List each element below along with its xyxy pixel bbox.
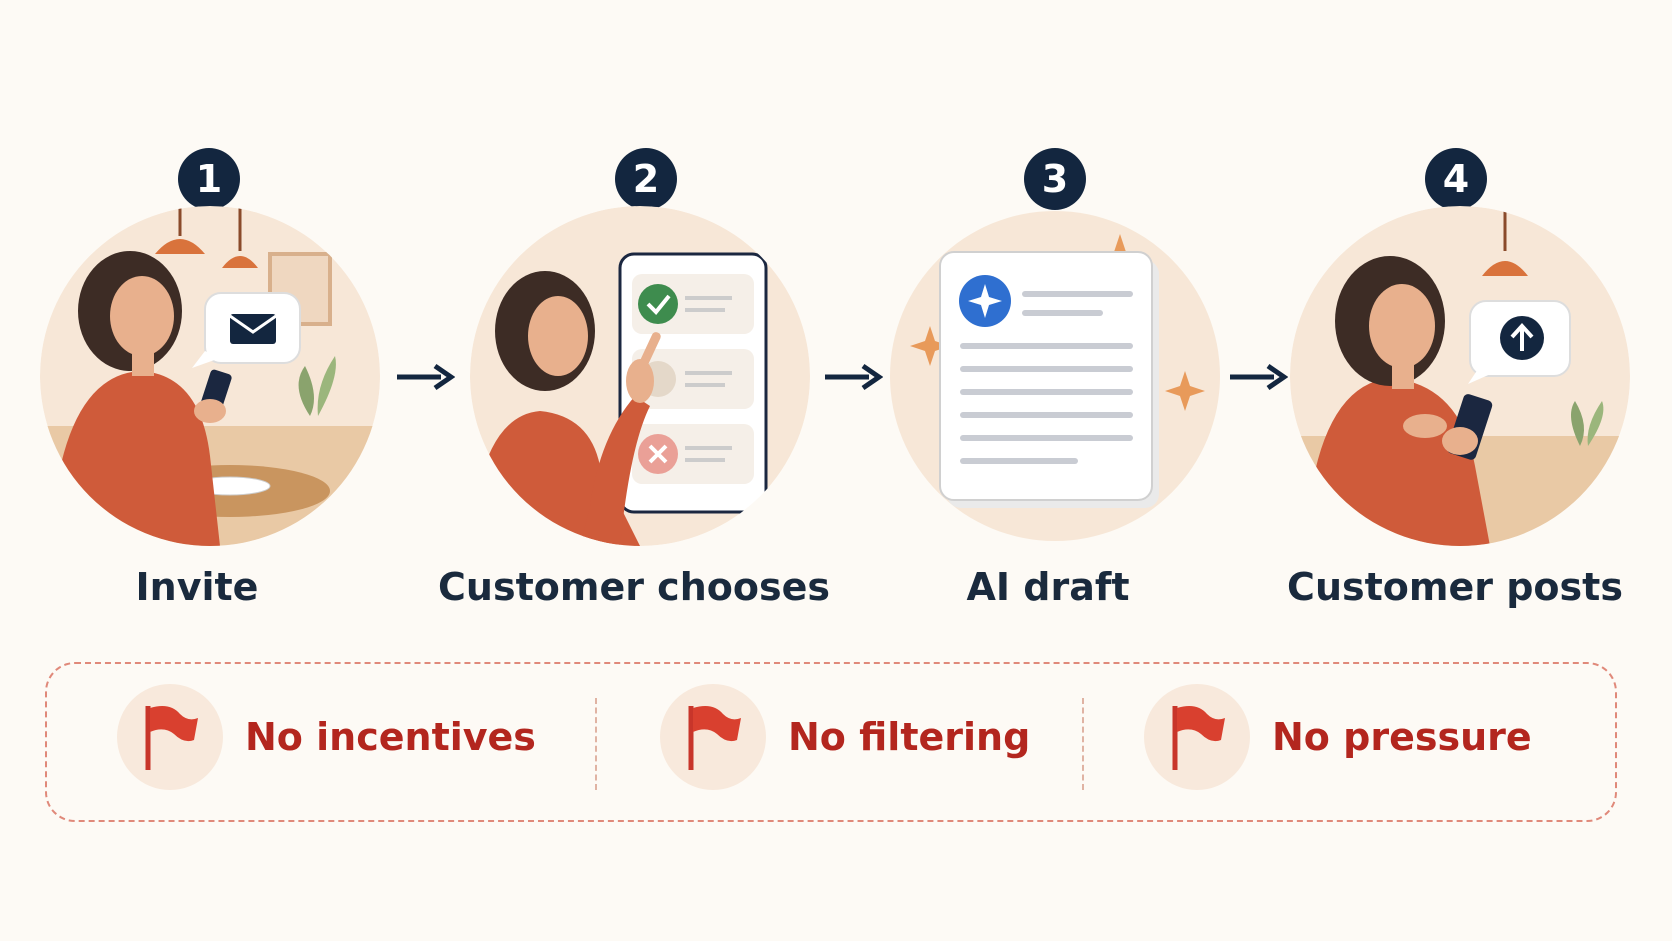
step-4-illustration: [1290, 206, 1630, 546]
step-1-badge: 1: [178, 148, 240, 210]
rule-no-filtering: No filtering: [660, 684, 1030, 790]
rule-text: No incentives: [245, 715, 536, 759]
step-1-illustration: [40, 206, 380, 546]
arrow-right-icon: [823, 362, 884, 392]
flag-icon: [660, 684, 766, 790]
rules-panel: No incentives No filtering No pressure: [45, 662, 1617, 822]
mail-bubble-icon: [192, 292, 301, 368]
step-1-label: Invite: [135, 565, 259, 609]
step-2-label: Customer chooses: [438, 565, 830, 609]
step-2-badge: 2: [615, 148, 677, 210]
step-4-label: Customer posts: [1287, 565, 1623, 609]
choice-card: [618, 252, 768, 514]
arrow-right-icon: [1228, 362, 1289, 392]
rule-no-incentives: No incentives: [117, 684, 536, 790]
rule-text: No filtering: [788, 715, 1031, 759]
arrow-right-icon: [395, 362, 456, 392]
step-3-label: AI draft: [966, 565, 1130, 609]
plant-icon: [298, 356, 336, 416]
divider: [595, 698, 597, 790]
pendant-lamp-icon: [155, 206, 258, 268]
step-3-illustration: [890, 211, 1220, 541]
divider: [1082, 698, 1084, 790]
step-4-badge: 4: [1425, 148, 1487, 210]
plant-icon: [1571, 401, 1604, 446]
step-3-badge: 3: [1024, 148, 1086, 210]
ai-draft-document: [939, 251, 1159, 508]
pendant-lamp-icon: [1482, 206, 1528, 276]
upload-bubble-icon: [1468, 300, 1571, 384]
flag-icon: [1144, 684, 1250, 790]
step-2-illustration: [470, 206, 810, 546]
rule-no-pressure: No pressure: [1144, 684, 1532, 790]
rule-text: No pressure: [1272, 715, 1532, 759]
flag-icon: [117, 684, 223, 790]
